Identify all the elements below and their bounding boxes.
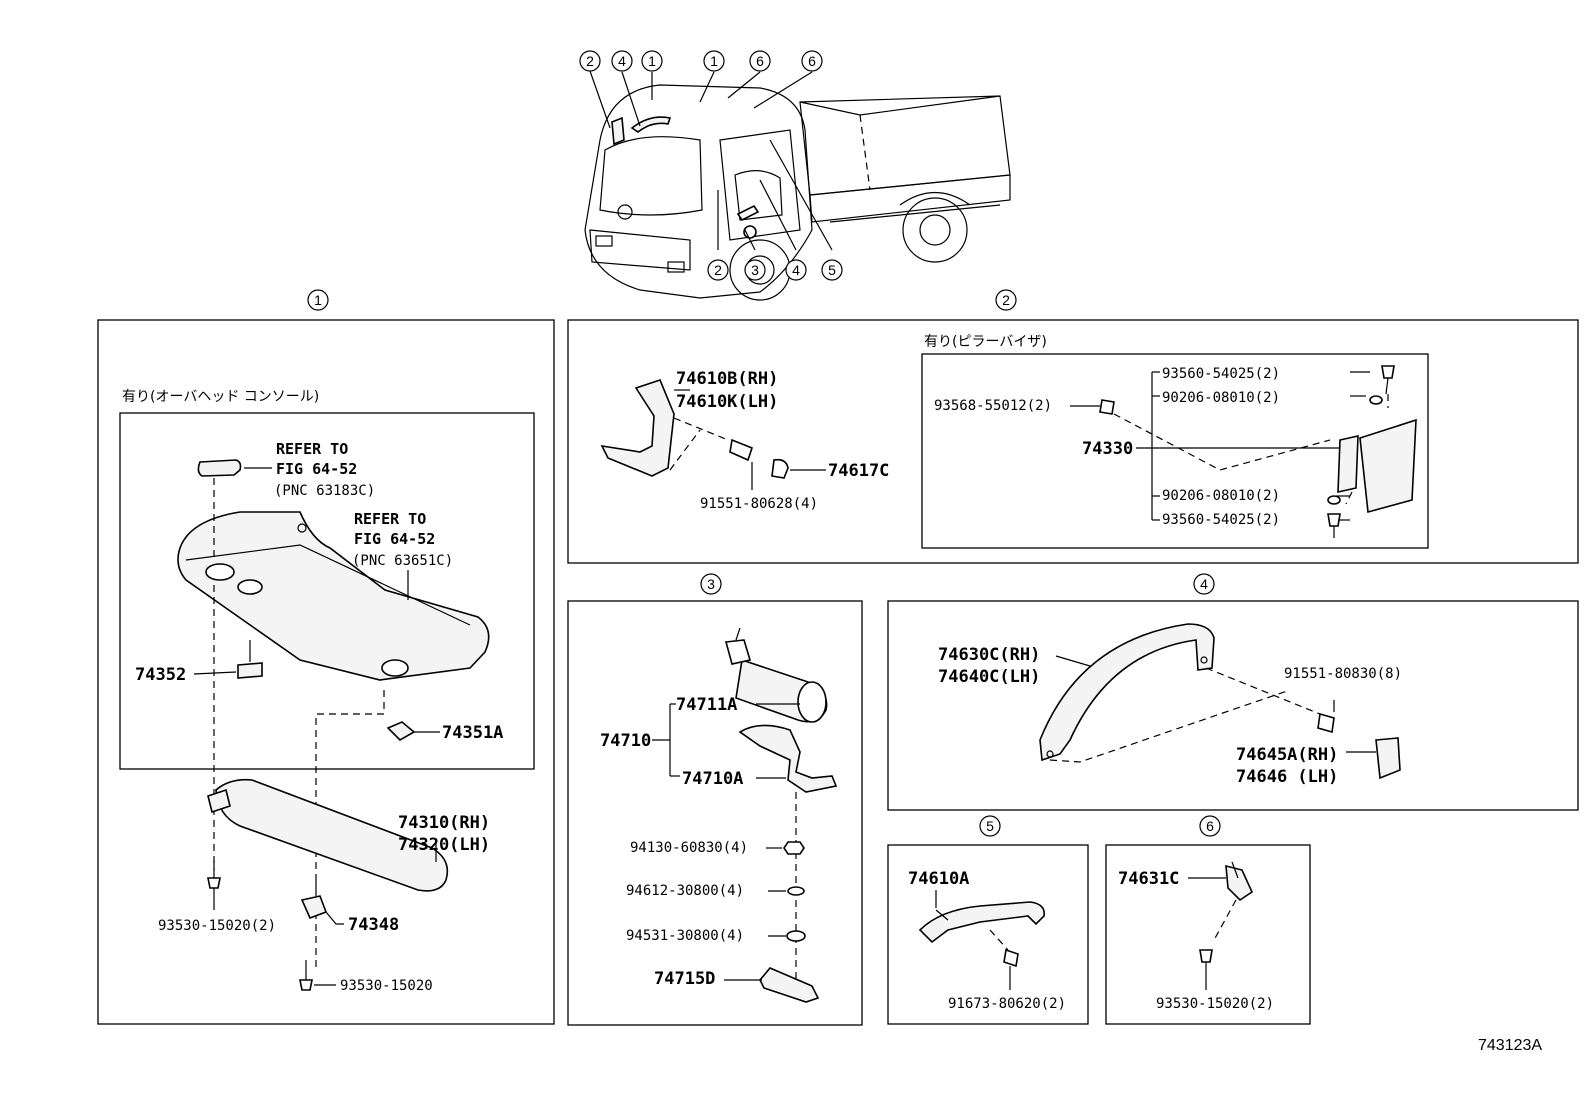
overview-callout: 6: [808, 53, 816, 69]
overview-callout: 4: [618, 53, 626, 69]
pillar-visor-subframe: [921, 353, 1429, 549]
section-4-frame: [887, 600, 1579, 811]
part-74351A[interactable]: 74351A: [442, 723, 503, 743]
refer-text: (PNC 63183C): [274, 483, 375, 499]
refer-text: (PNC 63651C): [352, 553, 453, 569]
overview-callouts: 2 4 1 1 6 6 2 3 4 5: [579, 50, 843, 281]
refer-text: REFER TO: [276, 440, 348, 458]
section-1-frame: [97, 319, 555, 1025]
part-90206-08010-top[interactable]: 90206-08010(2): [1162, 390, 1280, 406]
part-93560-54025-bottom[interactable]: 93560-54025(2): [1162, 512, 1280, 528]
overhead-console-subframe: [119, 412, 535, 770]
section-5-frame: [887, 844, 1089, 1025]
part-94612-30800[interactable]: 94612-30800(4): [626, 883, 744, 899]
part-91551-80628[interactable]: 91551-80628(4): [700, 496, 818, 512]
part-74352[interactable]: 74352: [135, 665, 186, 685]
part-74348[interactable]: 74348: [348, 915, 399, 935]
section-number: 2: [1002, 292, 1010, 308]
overview-callout: 3: [751, 262, 759, 278]
truck-overview-illustration: [584, 70, 1011, 301]
part-74710[interactable]: 74710: [600, 731, 651, 751]
section-3-fire-extinguisher: 3 74711A 74710 74710A 94130-60830(4) 946…: [567, 573, 863, 1026]
part-74640C[interactable]: 74640C(LH): [938, 667, 1040, 687]
part-91673-80620[interactable]: 91673-80620(2): [948, 996, 1066, 1012]
part-74630C[interactable]: 74630C(RH): [938, 645, 1040, 665]
overview-callout: 6: [756, 53, 764, 69]
part-74610B[interactable]: 74610B(RH): [676, 369, 778, 389]
overview-callout: 2: [714, 262, 722, 278]
part-74711A[interactable]: 74711A: [676, 695, 737, 715]
part-74330[interactable]: 74330: [1082, 439, 1133, 459]
section-number: 3: [707, 576, 715, 592]
part-94130-60830[interactable]: 94130-60830(4): [630, 840, 748, 856]
part-74617C[interactable]: 74617C: [828, 461, 889, 481]
overview-callout: 4: [792, 262, 800, 278]
part-91551-80830[interactable]: 91551-80830(8): [1284, 666, 1402, 682]
section-number: 1: [314, 292, 322, 308]
part-94531-30800[interactable]: 94531-30800(4): [626, 928, 744, 944]
section-6-frame: [1105, 844, 1311, 1025]
overview-callout: 5: [828, 262, 836, 278]
section-6-hook: 6 74631C 93530-15020(2): [1105, 815, 1311, 1025]
option-label: 有り(ピラーバイザ): [924, 334, 1047, 350]
part-93530-15020-6[interactable]: 93530-15020(2): [1156, 996, 1274, 1012]
part-93530-15020[interactable]: 93530-15020: [340, 978, 433, 994]
part-93530-15020-2[interactable]: 93530-15020(2): [158, 918, 276, 934]
section-5-assist-grip: 5 74610A 91673-80620(2): [887, 815, 1089, 1025]
section-1-sun-visor: 1 有り(オーバヘッド コンソール) REFER TO FIG 64-52 (P…: [97, 289, 555, 1025]
part-74310[interactable]: 74310(RH): [398, 813, 490, 833]
section-number: 4: [1200, 576, 1208, 592]
part-74631C[interactable]: 74631C: [1118, 869, 1179, 889]
section-4-pillar-grip: 4 74630C(RH) 74640C(LH) 91551-80830(8) 7…: [887, 573, 1579, 811]
overview-callout: 2: [586, 53, 594, 69]
overview-callout: 1: [710, 53, 718, 69]
refer-text: REFER TO: [354, 510, 426, 528]
part-74610A[interactable]: 74610A: [908, 869, 969, 889]
part-74715D[interactable]: 74715D: [654, 969, 715, 989]
diagram-code: 743123A: [1478, 1037, 1542, 1054]
part-74646[interactable]: 74646 (LH): [1236, 767, 1338, 787]
part-74610K[interactable]: 74610K(LH): [676, 392, 778, 412]
part-93568-55012[interactable]: 93568-55012(2): [934, 398, 1052, 414]
refer-text: FIG 64-52: [354, 530, 435, 548]
section-2-frame: [567, 319, 1579, 564]
part-74320[interactable]: 74320(LH): [398, 835, 490, 855]
section-number: 6: [1206, 818, 1214, 834]
section-3-frame: [567, 600, 863, 1026]
option-label: 有り(オーバヘッド コンソール): [122, 389, 319, 405]
part-93560-54025-top[interactable]: 93560-54025(2): [1162, 366, 1280, 382]
section-number: 5: [986, 818, 994, 834]
refer-text: FIG 64-52: [276, 460, 357, 478]
section-2-assist-grip: 2 74610B(RH) 74610K(LH) 74617C 91551-806…: [567, 289, 1579, 564]
part-90206-08010-bottom[interactable]: 90206-08010(2): [1162, 488, 1280, 504]
part-74710A[interactable]: 74710A: [682, 769, 743, 789]
overview-callout: 1: [648, 53, 656, 69]
part-74645A[interactable]: 74645A(RH): [1236, 745, 1338, 765]
